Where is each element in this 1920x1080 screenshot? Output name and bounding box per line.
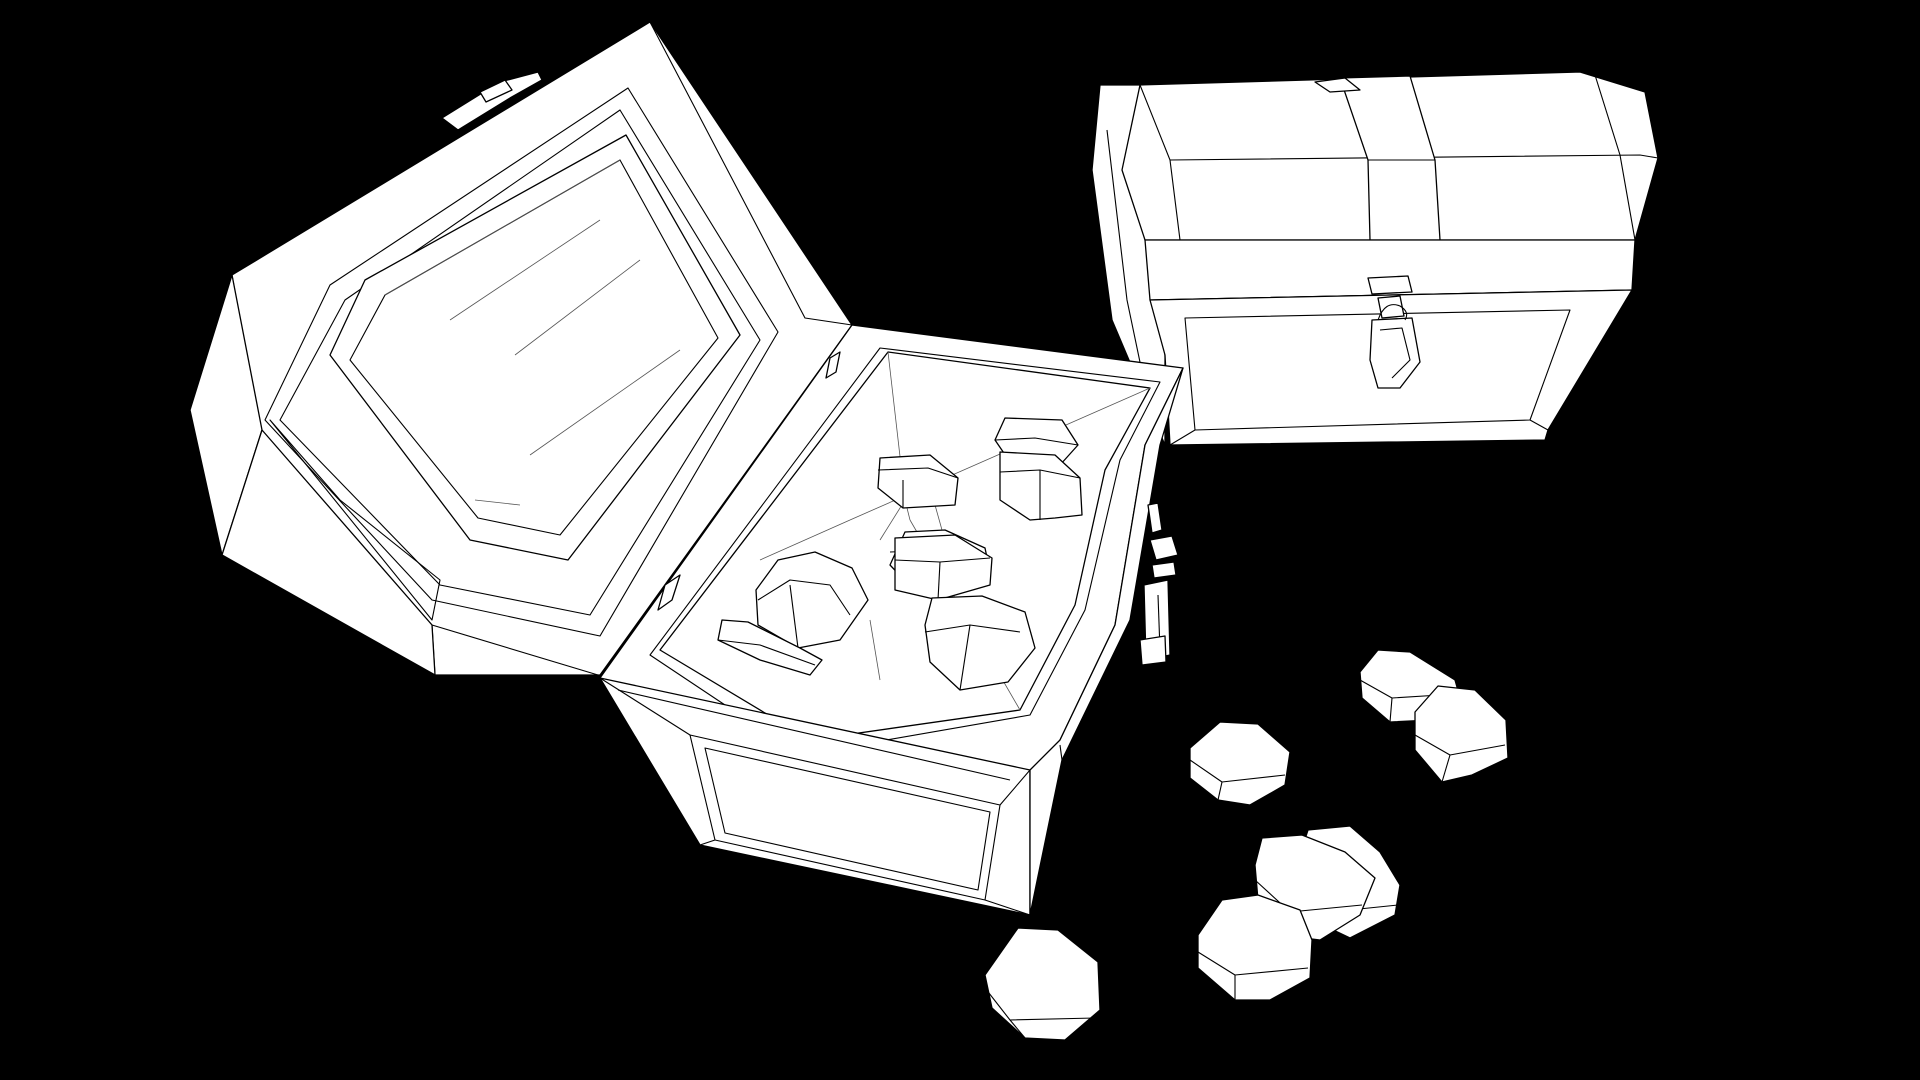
- chest-coin-5: [755, 551, 869, 649]
- closed-treasure-chest: [1091, 71, 1659, 446]
- chest-coin-1: [877, 454, 959, 509]
- floor-coin-3: [1189, 721, 1291, 806]
- floor-coin-7: [984, 927, 1101, 1041]
- floor-coin-2: [1414, 685, 1509, 783]
- chest-coin-6: [894, 534, 993, 601]
- chest-coin-8: [717, 619, 823, 676]
- chest-coin-3: [999, 451, 1083, 521]
- scattered-coins: [984, 649, 1509, 1041]
- floor-coin-6: [1197, 894, 1313, 1001]
- open-treasure-chest: [189, 21, 1184, 916]
- chest-coin-7: [924, 595, 1036, 691]
